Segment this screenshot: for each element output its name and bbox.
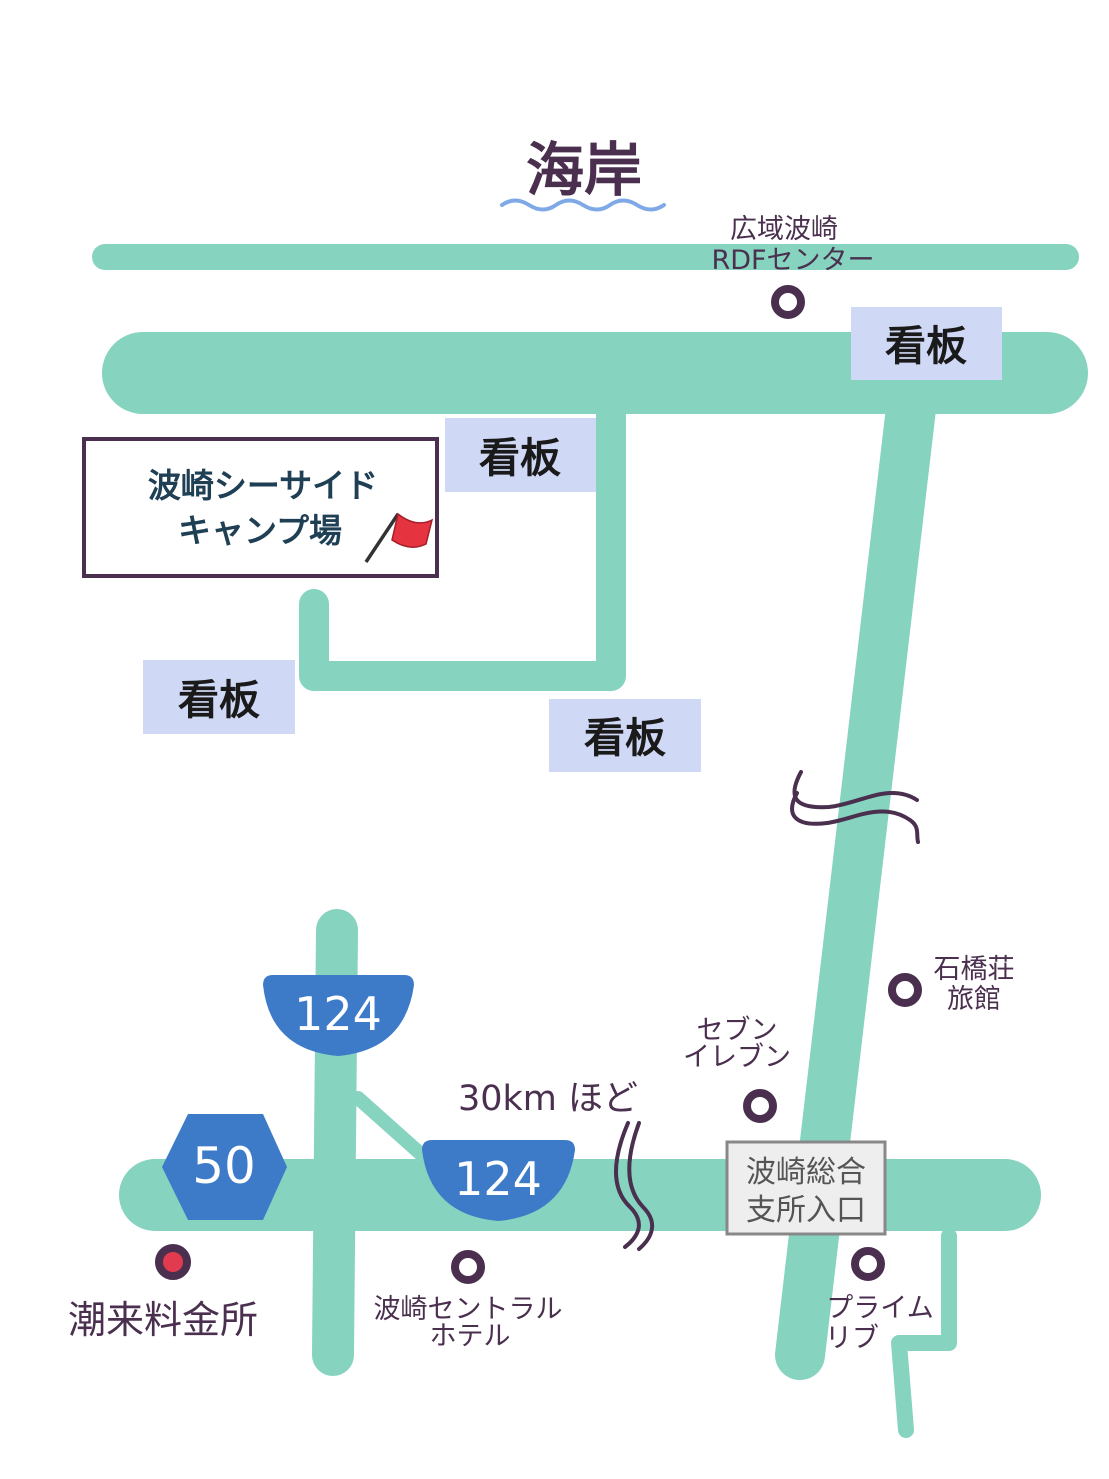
- branch-office-label-line2: 支所入口: [746, 1193, 866, 1228]
- location-marker-icon: [743, 1089, 777, 1123]
- road-break-icon: [613, 1121, 655, 1251]
- svg-text:波崎セントラル: 波崎セントラル: [374, 1294, 563, 1325]
- route-shields: 50 124 124: [162, 975, 575, 1221]
- svg-text:看板: 看板: [479, 434, 561, 482]
- points-of-interest: 広域波崎 RDFセンター 石橋荘 旅館 セブン イレブン 波崎セントラル ホテル…: [68, 214, 1015, 1354]
- signboard: 看板: [549, 699, 701, 772]
- prime-live: プライム リブ: [825, 1247, 934, 1354]
- location-marker-icon: [851, 1247, 885, 1281]
- coast: 海岸: [500, 136, 666, 212]
- svg-text:潮来料金所: 潮来料金所: [68, 1298, 258, 1342]
- wave-icon: [500, 198, 666, 212]
- central-hotel: 波崎セントラル ホテル: [374, 1250, 563, 1352]
- branch-office-label: 波崎総合: [746, 1155, 866, 1190]
- campsite-name-line2: キャンプ場: [178, 511, 342, 550]
- road-breaks: [613, 770, 920, 1251]
- signboards: 看板 看板 看板 看板: [143, 307, 1002, 772]
- route-124-shield: 124: [263, 975, 414, 1056]
- svg-text:看板: 看板: [584, 714, 666, 762]
- coast-label: 海岸: [526, 136, 642, 204]
- svg-text:イレブン: イレブン: [683, 1042, 791, 1073]
- road-break-icon: [790, 770, 920, 844]
- svg-text:セブン: セブン: [697, 1015, 778, 1046]
- signboard: 看板: [143, 660, 295, 734]
- camp-access-road: [299, 400, 626, 691]
- signboard: 看板: [851, 307, 1002, 380]
- branch-office: 波崎総合 支所入口: [725, 1140, 887, 1236]
- signboard: 看板: [445, 418, 596, 492]
- rdf-center: 広域波崎 RDFセンター: [711, 214, 875, 319]
- svg-text:看板: 看板: [885, 322, 967, 370]
- location-marker-icon: [451, 1250, 485, 1284]
- svg-text:リブ: リブ: [825, 1323, 879, 1354]
- side-street: [891, 1228, 957, 1438]
- svg-text:旅館: 旅館: [947, 984, 1001, 1015]
- itako-tollgate: 潮来料金所: [68, 1244, 258, 1342]
- svg-text:50: 50: [192, 1137, 256, 1195]
- tollgate-marker-icon: [155, 1244, 191, 1280]
- route-124-shield: 124: [422, 1140, 575, 1221]
- svg-text:124: 124: [454, 1152, 542, 1206]
- campsite: 波崎シーサイド キャンプ場: [82, 437, 439, 578]
- location-marker-icon: [771, 285, 805, 319]
- campsite-box: [82, 437, 439, 578]
- ishibashiso-ryokan: 石橋荘 旅館: [888, 954, 1015, 1015]
- location-marker-icon: [888, 973, 922, 1007]
- svg-text:広域波崎: 広域波崎: [730, 214, 838, 245]
- distance-label: 30km ほど: [458, 1079, 638, 1119]
- svg-text:プライム: プライム: [826, 1293, 933, 1324]
- campsite-name: 波崎シーサイド: [148, 466, 378, 505]
- svg-text:看板: 看板: [178, 676, 260, 724]
- seven-eleven: セブン イレブン: [683, 1015, 791, 1123]
- red-flag-icon: [364, 512, 434, 563]
- svg-text:RDFセンター: RDFセンター: [711, 245, 874, 276]
- svg-text:ホテル: ホテル: [430, 1321, 511, 1352]
- svg-text:石橋荘: 石橋荘: [934, 954, 1015, 985]
- route-50-shield: 50: [162, 1114, 287, 1220]
- svg-text:124: 124: [294, 987, 382, 1041]
